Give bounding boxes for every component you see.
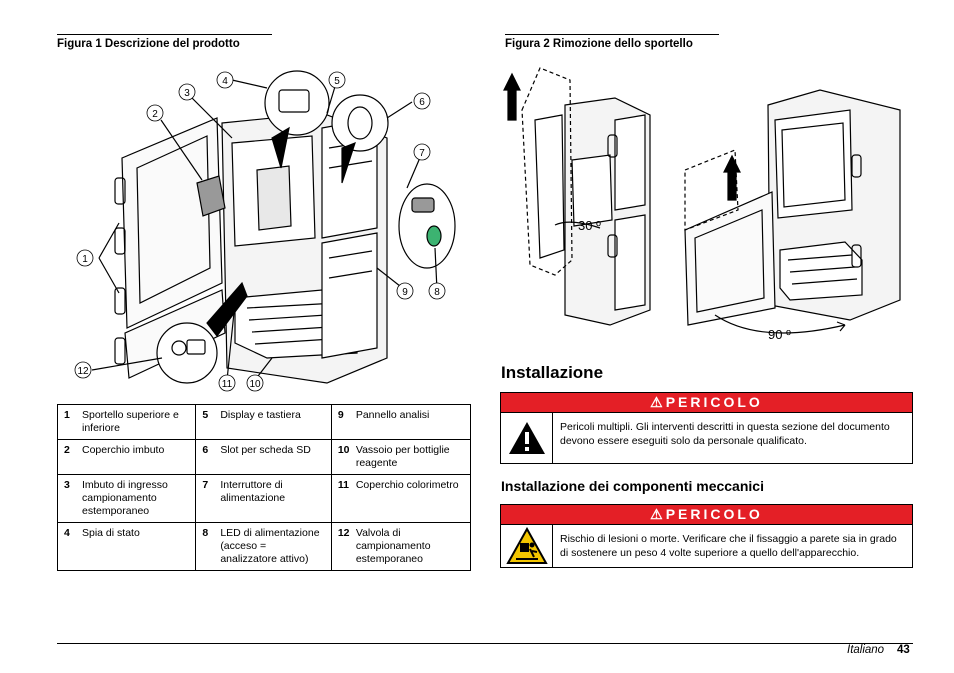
legend-cell: 5 Display e tastiera <box>195 404 332 440</box>
legend-text: Interruttore di alimentazione <box>220 479 286 504</box>
legend-number: 6 <box>202 444 209 456</box>
legend-number: 12 <box>337 527 350 539</box>
legend-cell: 1 Sportello superiore e inferiore <box>56 404 197 440</box>
legend-text: Spia di stato <box>82 527 140 539</box>
danger-header: ⚠PERICOLO <box>501 393 912 413</box>
legend-row: 2 Coperchio imbuto 6 Slot per scheda SD 10 Va… <box>56 439 472 475</box>
section-title: Installazione <box>501 363 604 382</box>
legend-cell: 3 Imbuto di ingresso campionamento estemp… <box>56 474 197 523</box>
legend-cell: 10 Vassoio per bottiglie reagente <box>330 439 472 475</box>
legend-text: Sportello superiore e inferiore <box>82 409 179 434</box>
warning-triangle-icon <box>501 413 553 463</box>
callout-6: 6 <box>419 97 425 108</box>
callout-12: 12 <box>77 366 89 377</box>
legend-row: 1 Sportello superiore e inferiore 5 Display… <box>56 404 472 440</box>
legend-cell: 7 Interruttore di alimentazione <box>195 474 332 523</box>
legend-number: 8 <box>202 527 209 539</box>
callout-2: 2 <box>152 109 158 120</box>
legend-cell: 12 Valvola di campionamento estemporaneo <box>330 522 472 571</box>
legend-number: 11 <box>337 479 349 491</box>
legend-number: 1 <box>64 409 70 421</box>
callout-7: 7 <box>419 148 425 159</box>
page-number: 43 <box>897 644 910 656</box>
legend-cell: 9 Pannello analisi <box>330 404 472 440</box>
legend-text: Coperchio imbuto <box>82 444 165 456</box>
callout-3: 3 <box>184 88 190 99</box>
figure1-illustration: 1 2 3 4 5 6 7 8 9 10 11 12 <box>57 58 471 400</box>
legend-text: LED di alimentazione (acceso = analizzat… <box>220 527 320 565</box>
callout-10: 10 <box>249 379 261 390</box>
callout-9: 9 <box>402 287 408 298</box>
callout-4: 4 <box>222 76 228 87</box>
legend-number: 9 <box>337 409 344 421</box>
falling-load-icon <box>501 525 553 567</box>
legend-row: 3 Imbuto di ingresso campionamento estemp… <box>56 474 472 523</box>
subsection-title: Installazione dei componenti meccanici <box>501 478 764 494</box>
footer-rule <box>57 643 913 644</box>
legend-number: 10 <box>337 444 350 456</box>
callout-11: 11 <box>222 379 233 390</box>
legend-cell: 2 Coperchio imbuto <box>56 439 197 475</box>
legend-cell: 4 Spia di stato <box>56 522 197 571</box>
legend-text: Vassoio per bottiglie reagente <box>355 444 450 469</box>
angle-30-label: 30 º <box>578 218 601 233</box>
figure2-illustration: 30 º 90 º <box>500 60 913 346</box>
legend-text: Pannello analisi <box>355 409 430 421</box>
danger-text: Rischio di lesioni o morte. Verificare c… <box>560 533 897 559</box>
danger-box-2: ⚠PERICOLO Rischio di lesioni o morte. Ve… <box>500 504 913 568</box>
legend-text: Display e tastiera <box>220 409 301 421</box>
figure2-caption: Figura 2 Rimozione dello sportello <box>505 34 719 50</box>
legend-table: 1 Sportello superiore e inferiore 5 Display… <box>56 404 472 571</box>
legend-text: Imbuto di ingresso campionamento estempo… <box>82 479 168 517</box>
figure1-caption: Figura 1 Descrizione del prodotto <box>57 34 272 50</box>
legend-number: 3 <box>64 479 70 491</box>
legend-row: 4 Spia di stato 8 LED di alimentazione (acc… <box>56 522 472 571</box>
danger-header: ⚠PERICOLO <box>501 505 912 525</box>
callout-5: 5 <box>334 76 340 87</box>
legend-number: 5 <box>202 409 209 421</box>
legend-text: Slot per scheda SD <box>220 444 311 456</box>
footer-language: Italiano <box>847 644 885 656</box>
callout-8: 8 <box>434 287 440 298</box>
danger-text: Pericoli multipli. Gli interventi descri… <box>560 421 890 447</box>
legend-cell: 11 Coperchio colorimetro <box>330 474 472 523</box>
legend-cell: 6 Slot per scheda SD <box>195 439 332 475</box>
angle-90-label: 90 º <box>768 327 791 342</box>
danger-box-1: ⚠PERICOLO Pericoli multipli. Gli interve… <box>500 392 913 464</box>
legend-number: 2 <box>64 444 70 456</box>
legend-cell: 8 LED di alimentazione (acceso = analizza… <box>195 522 332 571</box>
legend-number: 7 <box>202 479 209 491</box>
legend-text: Valvola di campionamento estemporaneo <box>355 527 431 565</box>
legend-text: Coperchio colorimetro <box>355 479 459 491</box>
legend-number: 4 <box>64 527 70 539</box>
callout-1: 1 <box>82 254 88 265</box>
